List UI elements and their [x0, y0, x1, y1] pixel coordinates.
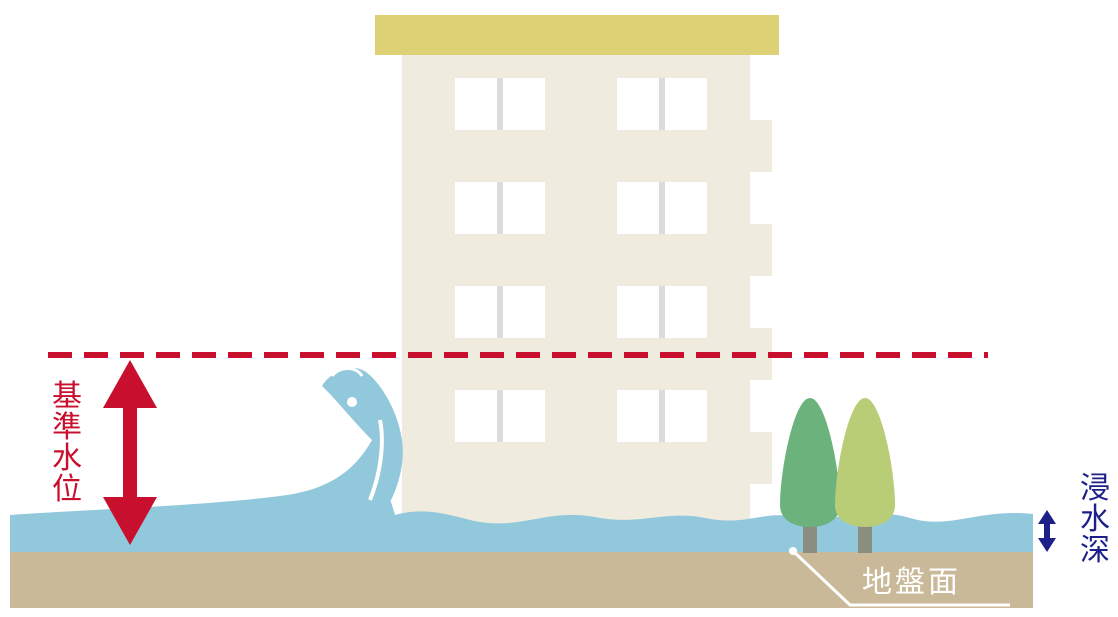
window-mullion [497, 78, 503, 130]
building [375, 15, 779, 555]
window-mullion [659, 390, 665, 442]
reference-water-level-label: 基準水位 [50, 381, 84, 505]
inundation-depth-arrow [1038, 510, 1056, 552]
ground-surface-label: 地盤面 [862, 566, 961, 600]
balcony [748, 120, 772, 172]
window-mullion [659, 182, 665, 234]
window-mullion [659, 286, 665, 338]
tree-crown-light [835, 398, 895, 527]
balcony [748, 432, 772, 484]
balcony [748, 224, 772, 276]
tree-crown-dark [780, 398, 840, 527]
window-mullion [497, 286, 503, 338]
window-mullion [497, 390, 503, 442]
window-mullion [659, 78, 665, 130]
building-roof [375, 15, 779, 55]
inundation-depth-label: 浸水深 [1078, 473, 1112, 566]
window-mullion [497, 182, 503, 234]
